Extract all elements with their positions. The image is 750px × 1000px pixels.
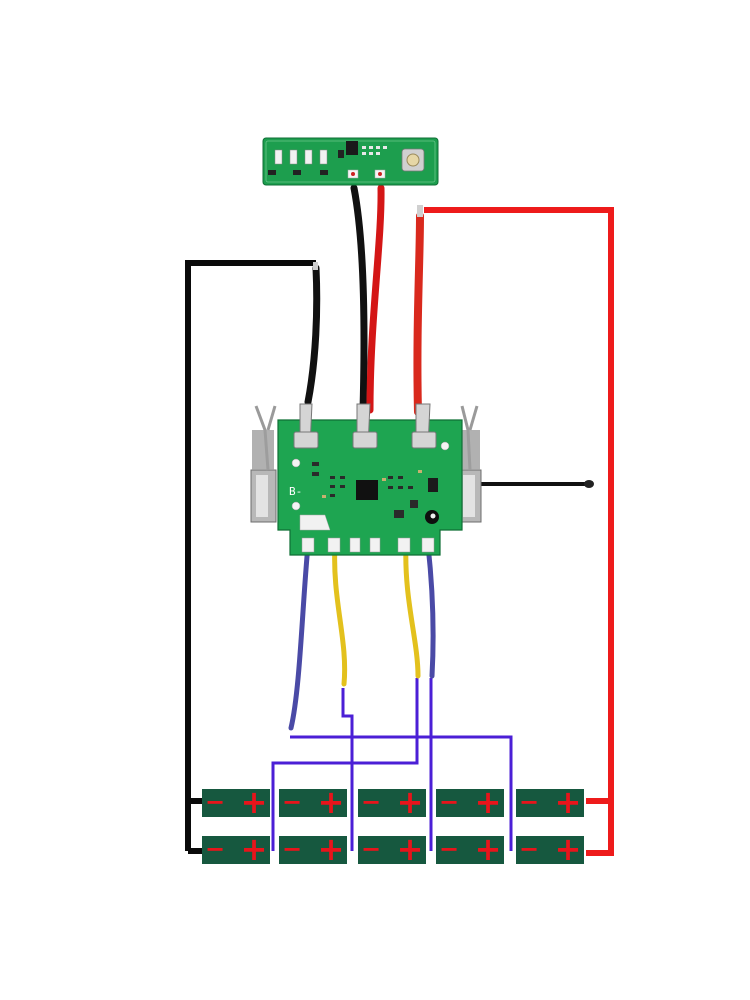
battery-cells: −+−+−+−+−+−+−+−+−+−+ — [202, 783, 584, 868]
cell-plus-sign: + — [241, 783, 268, 821]
cell-plus-sign: + — [555, 783, 582, 821]
cell-plus-sign: + — [397, 830, 424, 868]
led-indicator-board — [262, 137, 439, 186]
balance-line-2 — [341, 688, 354, 851]
cell-plus-sign: + — [318, 830, 345, 868]
cell-minus-sign: − — [361, 788, 381, 816]
spring-contacts-icon — [293, 403, 437, 449]
cable-blue-1 — [288, 542, 311, 731]
balance-line-3 — [271, 678, 419, 851]
cable-yellow-1 — [332, 542, 348, 687]
cell-plus-sign: + — [475, 783, 502, 821]
battery-cell: −+ — [279, 830, 347, 868]
cell-minus-sign: − — [205, 835, 225, 863]
balance-line-1 — [290, 735, 513, 851]
bms-ic-chip — [356, 480, 378, 500]
balance-pads — [301, 537, 435, 553]
cable-indicator-black — [350, 184, 368, 414]
cable-yellow-2 — [403, 542, 421, 679]
battery-cell: −+ — [516, 830, 584, 868]
bms-board: B- — [250, 403, 482, 556]
cell-minus-sign: − — [282, 788, 302, 816]
battery-cell: −+ — [358, 830, 426, 868]
cell-minus-sign: − — [361, 835, 381, 863]
main-black-wire — [185, 260, 316, 854]
cell-plus-sign: + — [318, 783, 345, 821]
battery-cell: −+ — [516, 783, 584, 821]
cell-minus-sign: − — [439, 788, 459, 816]
battery-cell: −+ — [436, 783, 504, 821]
cable-red-bplus — [413, 205, 424, 416]
ntc-thermistor — [478, 480, 594, 488]
cell-plus-sign: + — [475, 830, 502, 868]
cell-plus-sign: + — [397, 783, 424, 821]
battery-cell: −+ — [436, 830, 504, 868]
cell-plus-sign: + — [241, 830, 268, 868]
cell-plus-sign: + — [555, 830, 582, 868]
cell-minus-sign: − — [282, 835, 302, 863]
battery-cell: −+ — [358, 783, 426, 821]
cable-indicator-red — [366, 184, 385, 414]
cell-minus-sign: − — [519, 835, 539, 863]
test-button-icon — [401, 148, 425, 172]
cable-blue-2 — [425, 542, 436, 679]
cell-minus-sign: − — [519, 788, 539, 816]
battery-cell: −+ — [279, 783, 347, 821]
b-minus-label: B- — [289, 485, 302, 498]
main-red-wire — [424, 207, 614, 856]
cell-minus-sign: − — [439, 835, 459, 863]
cell-minus-sign: − — [205, 788, 225, 816]
left-terminal-icon — [250, 405, 277, 523]
battery-cell: −+ — [202, 830, 270, 868]
balance-lines — [271, 678, 513, 851]
battery-cell: −+ — [202, 783, 270, 821]
cable-black-bminus — [304, 262, 321, 406]
led-icon — [274, 149, 328, 165]
